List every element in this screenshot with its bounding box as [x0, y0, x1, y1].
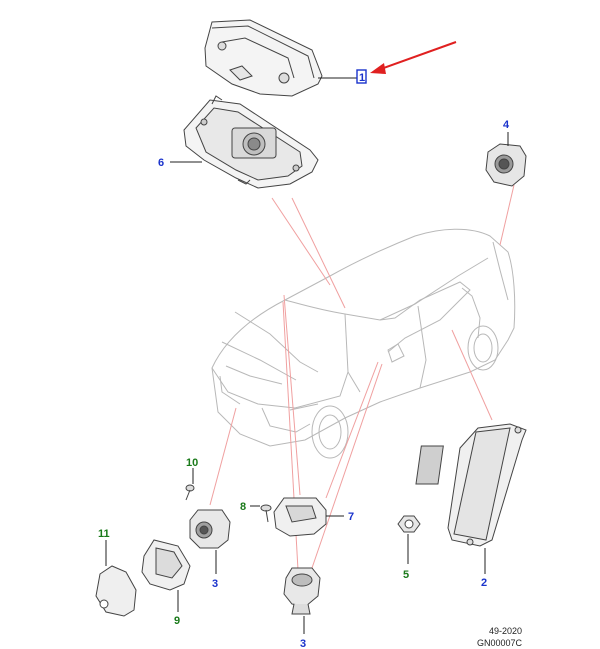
callout-2: 2 — [481, 577, 487, 589]
callout-10: 10 — [186, 457, 198, 469]
part-2-module — [415, 423, 527, 574]
callout-labels: 1 6 4 2 5 7 8 3 3 9 10 11 — [98, 72, 510, 649]
callout-5: 5 — [403, 569, 409, 581]
callout-6: 6 — [158, 157, 164, 169]
vehicle-outline — [211, 228, 516, 459]
part-3-side-camera — [283, 567, 321, 634]
callout-7: 7 — [348, 511, 354, 523]
part-6-housing — [170, 95, 319, 189]
callout-4: 4 — [503, 119, 510, 131]
part-8-screw — [250, 504, 272, 523]
part-11-cover — [95, 540, 137, 617]
part-4-rear-camera — [485, 132, 527, 187]
part-3-front-camera — [189, 509, 231, 574]
leader-lines — [209, 184, 515, 571]
part-5-nut — [397, 515, 421, 564]
callout-8: 8 — [240, 501, 246, 513]
callout-3-upper: 3 — [212, 578, 218, 590]
pointer-arrow — [370, 41, 457, 74]
callout-11: 11 — [98, 528, 110, 540]
callout-1: 1 — [359, 72, 365, 84]
callout-3-lower: 3 — [300, 638, 306, 649]
callout-1-box — [356, 69, 367, 84]
part-7-bracket — [273, 497, 344, 537]
image-id: GN00007C — [476, 638, 522, 648]
part-1-cover — [204, 19, 357, 97]
part-10-bolt — [185, 468, 195, 501]
reference-code: 49-2020 — [488, 626, 522, 636]
part-9-clip — [141, 539, 191, 612]
callout-9: 9 — [174, 615, 180, 627]
